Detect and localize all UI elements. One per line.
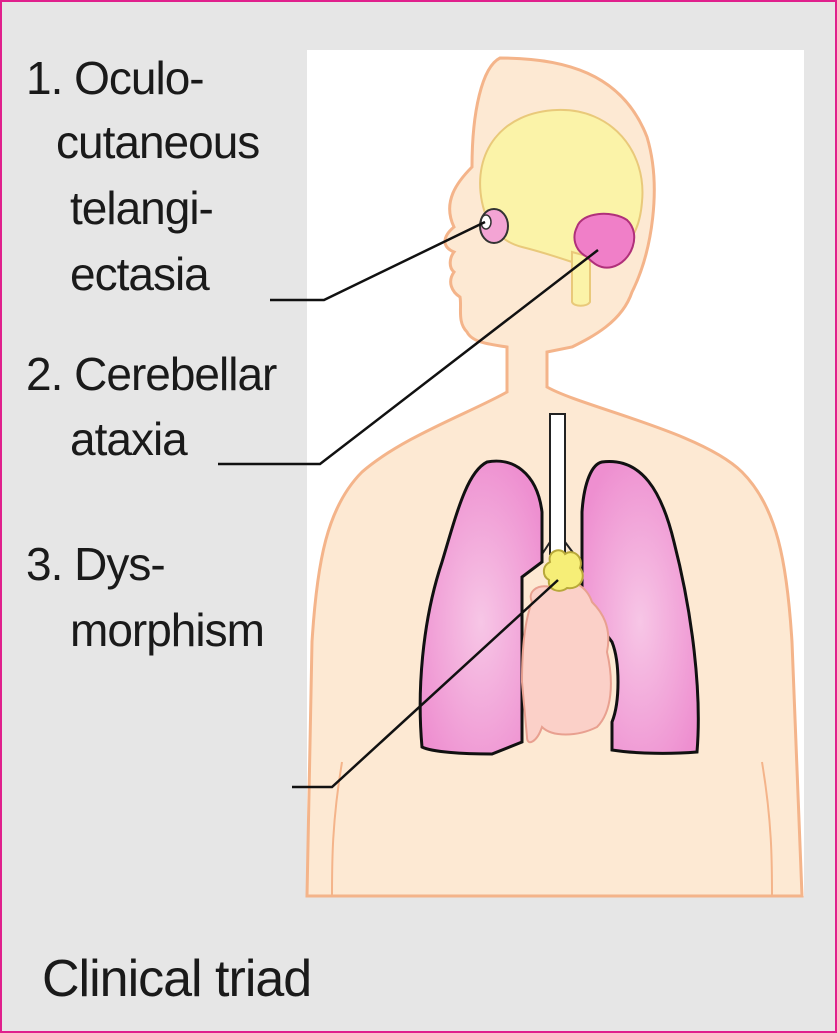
label-oculocutaneous-line-2: cutaneous xyxy=(56,110,259,174)
label-dysmorphism-line-1: 3. Dys- xyxy=(26,532,165,596)
label-oculocutaneous-line-4: ectasia xyxy=(70,242,209,306)
label-oculocutaneous-line-1: 1. Oculo- xyxy=(26,46,204,110)
brainstem xyxy=(572,252,590,306)
trachea xyxy=(550,414,565,554)
label-cerebellar-line-1: 2. Cerebellar xyxy=(26,342,276,406)
label-dysmorphism-line-2: morphism xyxy=(70,598,264,662)
label-cerebellar-line-2: ataxia xyxy=(70,407,187,471)
label-oculocutaneous-line-3: telangi- xyxy=(70,176,213,240)
thymus xyxy=(544,550,583,591)
figure-caption: Clinical triad xyxy=(42,947,311,1011)
